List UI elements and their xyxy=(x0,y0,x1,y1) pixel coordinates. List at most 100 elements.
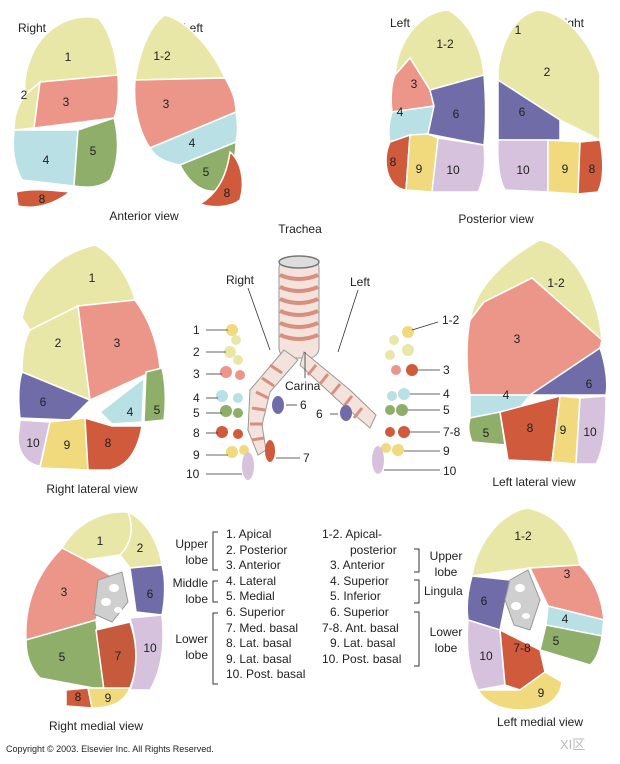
segment-1 xyxy=(21,244,136,331)
segment-number: 1 xyxy=(97,534,104,548)
segment-6 xyxy=(427,74,487,146)
posterior-left-lung: 1-2 3 4 6 8 9 10 xyxy=(385,9,487,193)
segment-2 xyxy=(13,80,41,131)
segment-number: 6 xyxy=(147,587,154,601)
segment-number: 3 xyxy=(564,567,571,581)
lobe-label: lobe xyxy=(434,640,458,655)
legend-item: 5. Inferior xyxy=(330,589,381,604)
legend-item: 9. Lat. basal xyxy=(226,651,292,666)
segment-number: 4 xyxy=(189,136,196,150)
bronchus-number: 7-8 xyxy=(443,425,461,439)
legend-item: 1. Apical xyxy=(226,527,272,541)
segment-number: 6 xyxy=(481,594,488,608)
legend-left-segment-list: 1-2. Apical- posterior 3. Anterior 4. Su… xyxy=(322,527,401,667)
segment-number: 1 xyxy=(515,23,522,37)
segment-number: 1-2 xyxy=(514,529,532,543)
segment-number: 6 xyxy=(519,105,526,119)
left-lateral-title: Left lateral view xyxy=(492,475,576,489)
segment-number: 8 xyxy=(39,192,46,206)
segment-1-2 xyxy=(134,14,227,81)
right-lateral-title: Right lateral view xyxy=(46,482,138,496)
legend-lingula: Lingula xyxy=(424,584,463,598)
segment-number: 1-2 xyxy=(547,276,565,290)
legend-item: 9. Lat. basal xyxy=(330,636,396,651)
legend-left-upper-lobe: Upper lobe xyxy=(426,549,466,580)
anterior-right-label: Right xyxy=(18,21,47,35)
bronchus-number: 3 xyxy=(193,367,200,381)
segment-number: 7 xyxy=(115,649,122,663)
segment-number: 3 xyxy=(61,585,68,599)
segment-number: 5 xyxy=(154,403,161,417)
segment-number: 6 xyxy=(453,107,460,121)
segment-number: 8 xyxy=(75,690,82,704)
segment-number: 3 xyxy=(411,77,418,91)
bronchus-number: 4 xyxy=(193,391,200,405)
hilum xyxy=(93,571,129,623)
legend-right-segment-list: 1. Apical 2. Posterior 3. Anterior 4. La… xyxy=(226,527,305,683)
segment-2 xyxy=(497,9,601,142)
segment-10 xyxy=(128,614,164,691)
segment-number: 2 xyxy=(544,65,551,79)
right-segmental-bronchi xyxy=(216,324,284,480)
segment-5 xyxy=(143,367,167,423)
segment-number: 9 xyxy=(538,686,545,700)
bronchus-number: 1 xyxy=(193,323,200,337)
bronchus-number: 4 xyxy=(443,387,450,401)
bronchus-number: 2 xyxy=(193,345,200,359)
segment-number: 10 xyxy=(446,163,460,177)
bronchus-number: 5 xyxy=(443,403,450,417)
segment-number: 4 xyxy=(127,405,134,419)
legend-item: 3. Anterior xyxy=(330,558,385,573)
legend-right-upper-lobe: Upper lobe xyxy=(168,537,208,568)
bronchus-number: 9 xyxy=(193,448,200,462)
segment-number: 1 xyxy=(65,50,72,64)
segment-number: 9 xyxy=(64,438,71,452)
lobe-label: lobe xyxy=(185,591,208,606)
segment-number: 10 xyxy=(26,436,40,450)
bronchus-number: 7 xyxy=(303,451,310,465)
legend-item: 7. Med. basal xyxy=(226,620,299,635)
lobe-label: lobe xyxy=(434,564,458,579)
segment-6 xyxy=(527,346,608,396)
segment-4 xyxy=(98,376,145,425)
left-main-bronchus xyxy=(299,351,377,429)
segment-number: 2 xyxy=(137,541,144,555)
segment-number: 9 xyxy=(416,162,423,176)
legend-left-lower-lobe: Lower lobe xyxy=(426,625,466,656)
segment-10 xyxy=(466,619,506,691)
posterior-left-label: Left xyxy=(390,16,411,30)
segment-number: 1 xyxy=(89,271,96,285)
bronchus-number: 10 xyxy=(186,467,200,481)
segment-number: 9 xyxy=(560,423,567,437)
left-medial-title: Left medial view xyxy=(497,715,583,729)
right-lateral-view: 1 2 3 6 4 5 10 9 8 Right lateral view xyxy=(17,244,167,496)
segment-number: 3 xyxy=(514,332,521,346)
segment-number: 4 xyxy=(397,105,404,119)
bronchi-left-label: Left xyxy=(350,275,371,289)
anterior-view: Right Left 1 2 3 4 5 8 1-2 3 4 5 xyxy=(12,14,244,223)
legend-item: 4. Superior xyxy=(330,573,389,588)
legend-item: 5. Medial xyxy=(226,589,275,604)
segment-number: 9 xyxy=(105,691,112,705)
segment-1-2 xyxy=(469,239,603,342)
trachea xyxy=(278,255,320,359)
segment-number: 8 xyxy=(224,186,231,200)
segment-number: 10 xyxy=(516,163,530,177)
hilum xyxy=(504,569,541,631)
segment-number: 1-2 xyxy=(436,37,454,51)
segment-5 xyxy=(467,411,506,446)
segment-5 xyxy=(73,117,119,188)
segment-number: 6 xyxy=(586,377,593,391)
watermark: XI区 xyxy=(560,737,586,752)
segment-number: 10 xyxy=(583,425,597,439)
segment-number: 6 xyxy=(40,395,47,409)
posterior-view-title: Posterior view xyxy=(458,212,534,226)
lobe-label: lobe xyxy=(185,647,208,662)
legend-item: 3. Anterior xyxy=(226,558,281,573)
lobe-label: Upper xyxy=(175,537,208,551)
legend-item: posterior xyxy=(350,542,397,557)
legend-right-middle-lobe: Middle lobe xyxy=(160,576,208,607)
segment-number: 8 xyxy=(105,436,112,450)
segment-number: 5 xyxy=(483,426,490,440)
